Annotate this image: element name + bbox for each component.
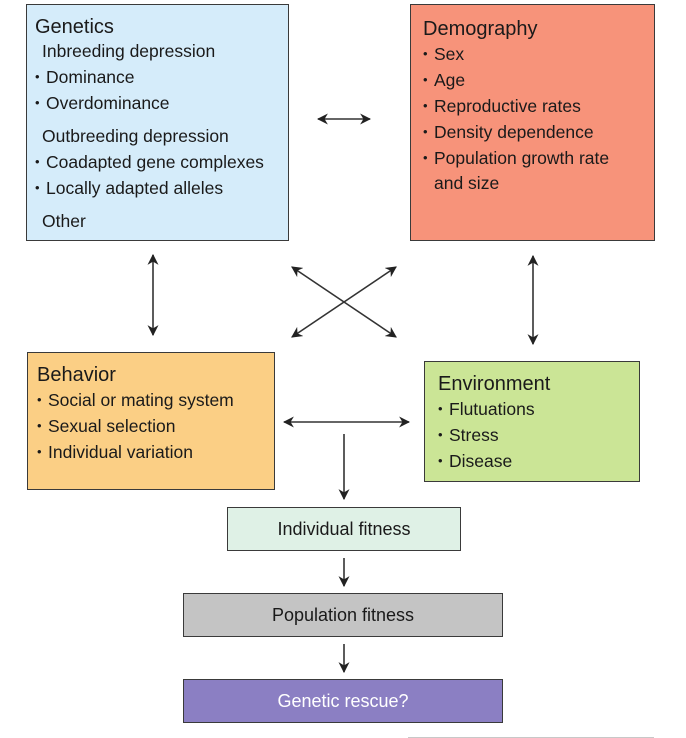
behavior-title: Behavior — [37, 364, 116, 386]
environment-item-disease: Disease — [438, 448, 639, 474]
genetic-rescue-label: Genetic rescue? — [277, 690, 409, 711]
environment-box: Environment Flutuations Stress Disease — [424, 361, 640, 482]
arrow-demography-behavior — [291, 266, 397, 338]
genetics-heading-outbreeding: Outbreeding depression — [42, 126, 229, 146]
demography-item-density-dependence: Density dependence — [423, 119, 654, 145]
genetics-title: Genetics — [35, 16, 114, 38]
behavior-item-social: Social or mating system — [37, 387, 274, 413]
demography-item-continuation: and size — [434, 173, 500, 193]
genetics-item-coadapted: Coadapted gene complexes — [35, 149, 288, 175]
behavior-item-sexual-selection: Sexual selection — [37, 413, 274, 439]
individual-fitness-box: Individual fitness — [227, 507, 461, 551]
individual-fitness-label: Individual fitness — [277, 518, 411, 539]
demography-item-sex: Sex — [423, 41, 654, 67]
demography-box: Demography Sex Age Reproductive rates De… — [410, 4, 655, 241]
genetic-rescue-box: Genetic rescue? — [183, 679, 503, 723]
population-fitness-box: Population fitness — [183, 593, 503, 637]
genetics-item-overdominance: Overdominance — [35, 90, 288, 116]
genetics-item-dominance: Dominance — [35, 64, 288, 90]
genetics-box: Genetics Inbreeding depression Dominance… — [26, 4, 289, 241]
demography-item-reproductive-rates: Reproductive rates — [423, 93, 654, 119]
population-fitness-label: Population fitness — [271, 604, 415, 625]
demography-item-population-growth: Population growth rate — [423, 145, 654, 171]
behavior-item-individual-variation: Individual variation — [37, 439, 274, 465]
environment-item-fluctuations: Flutuations — [438, 396, 639, 422]
genetics-item-locally-adapted: Locally adapted alleles — [35, 175, 288, 201]
behavior-box: Behavior Social or mating system Sexual … — [27, 352, 275, 490]
environment-title: Environment — [438, 373, 551, 395]
demography-item-age: Age — [423, 67, 654, 93]
demography-title: Demography — [423, 18, 538, 40]
environment-item-stress: Stress — [438, 422, 639, 448]
genetics-heading-inbreeding: Inbreeding depression — [42, 41, 216, 61]
genetics-heading-other: Other — [42, 211, 86, 231]
